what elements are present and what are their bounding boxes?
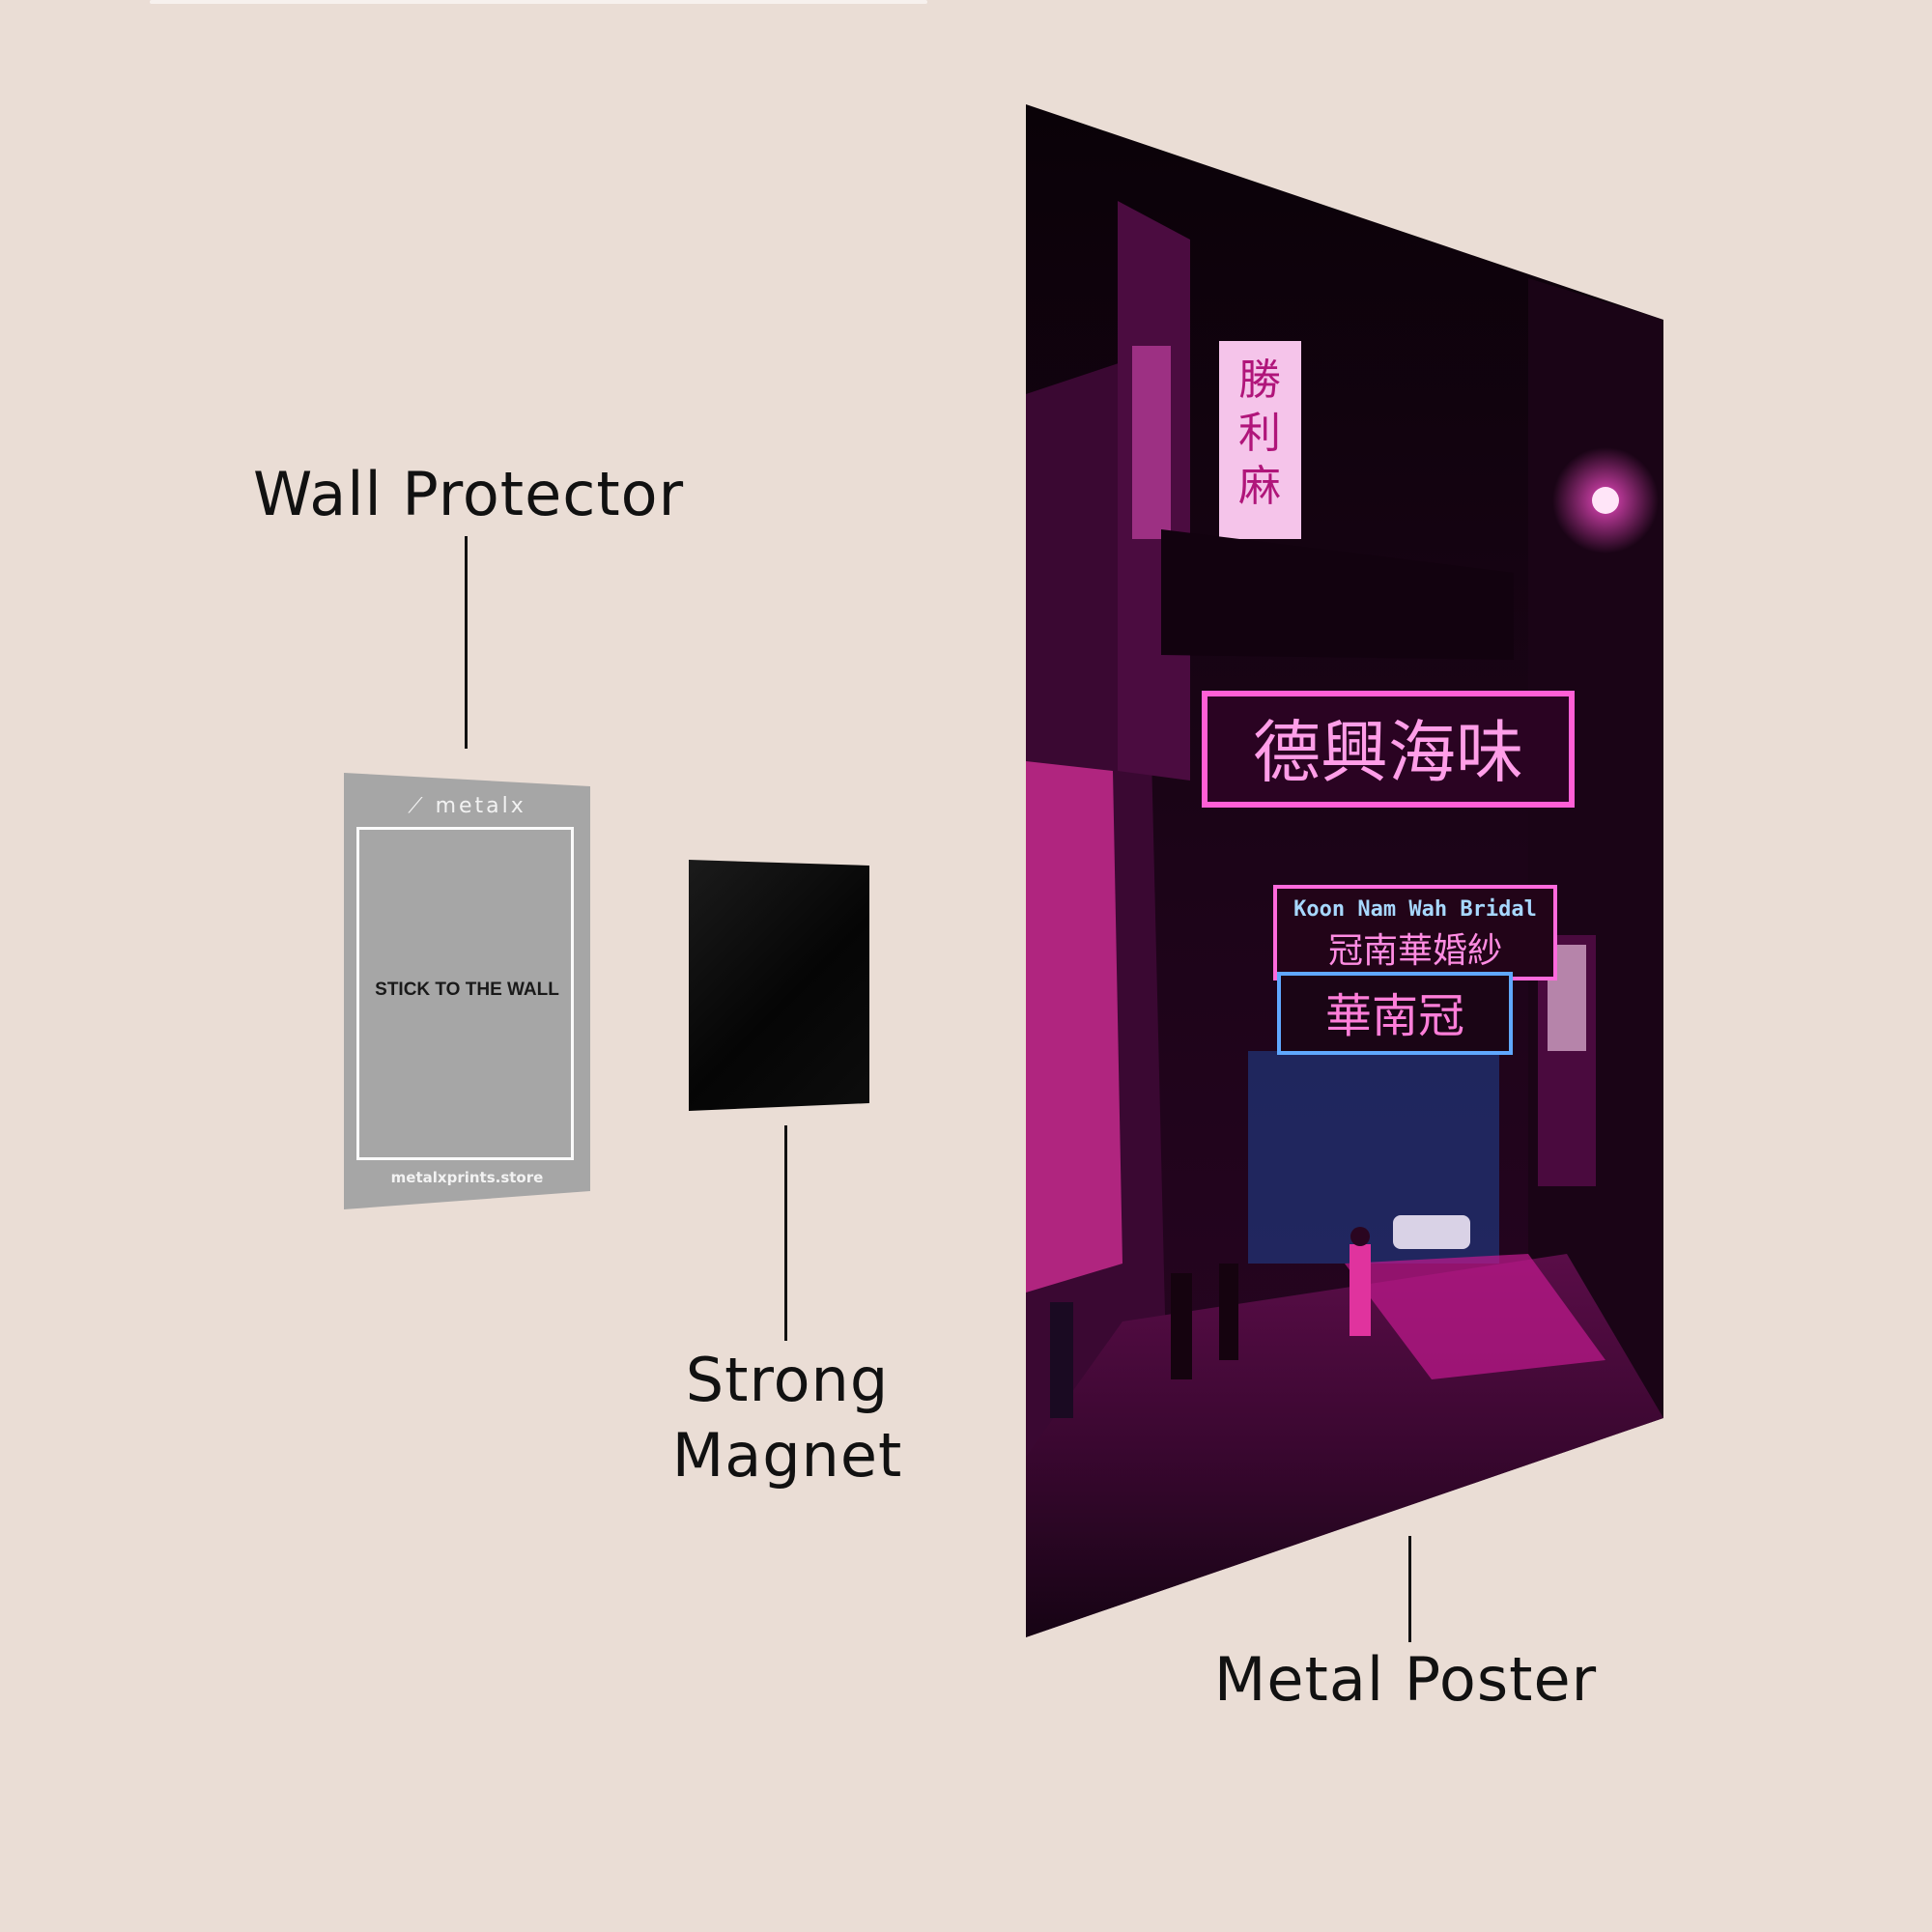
poster-leader-line — [1408, 1536, 1411, 1642]
wall-protector-label: Wall Protector — [252, 459, 685, 529]
metal-poster-label: Metal Poster — [1213, 1644, 1598, 1715]
stick-instruction: STICK TO THE WALL — [375, 980, 559, 1000]
strong-magnet-label: Strong Magnet — [618, 1343, 956, 1492]
strong-magnet-line2: Magnet — [671, 1419, 903, 1491]
magnet-leader-line — [784, 1125, 787, 1341]
strong-magnet — [689, 860, 869, 1111]
website-text: metalxprints.store — [390, 1169, 544, 1186]
main-neon-sign: 德興海味 — [1253, 713, 1523, 792]
vertical-sign-char-3: 麻 — [1238, 462, 1281, 511]
strong-magnet-line1: Strong — [685, 1345, 890, 1415]
brand-name: metalx — [435, 794, 526, 818]
metal-poster: 勝 利 麻 德興海味 Koon Nam Wah Bridal 冠南華婚紗 華南冠 — [1026, 104, 1663, 1637]
protector-frame — [356, 827, 574, 1160]
bridal-english-sign: Koon Nam Wah Bridal — [1293, 897, 1537, 922]
wall-protector-card: ⟋ metalx STICK TO THE WALL metalxprints.… — [344, 773, 590, 1209]
bridal-chinese-sign: 冠南華婚紗 — [1328, 931, 1502, 971]
neon-street-scene: 勝 利 麻 德興海味 Koon Nam Wah Bridal 冠南華婚紗 華南冠 — [1026, 104, 1663, 1637]
vertical-sign-char-2: 利 — [1238, 409, 1281, 458]
metalx-logo: ⟋ metalx — [408, 794, 526, 818]
top-strip — [150, 0, 927, 4]
lower-neon-sign: 華南冠 — [1325, 989, 1464, 1043]
wall-protector-leader-line — [465, 536, 468, 749]
vertical-sign-char-1: 勝 — [1238, 355, 1281, 405]
